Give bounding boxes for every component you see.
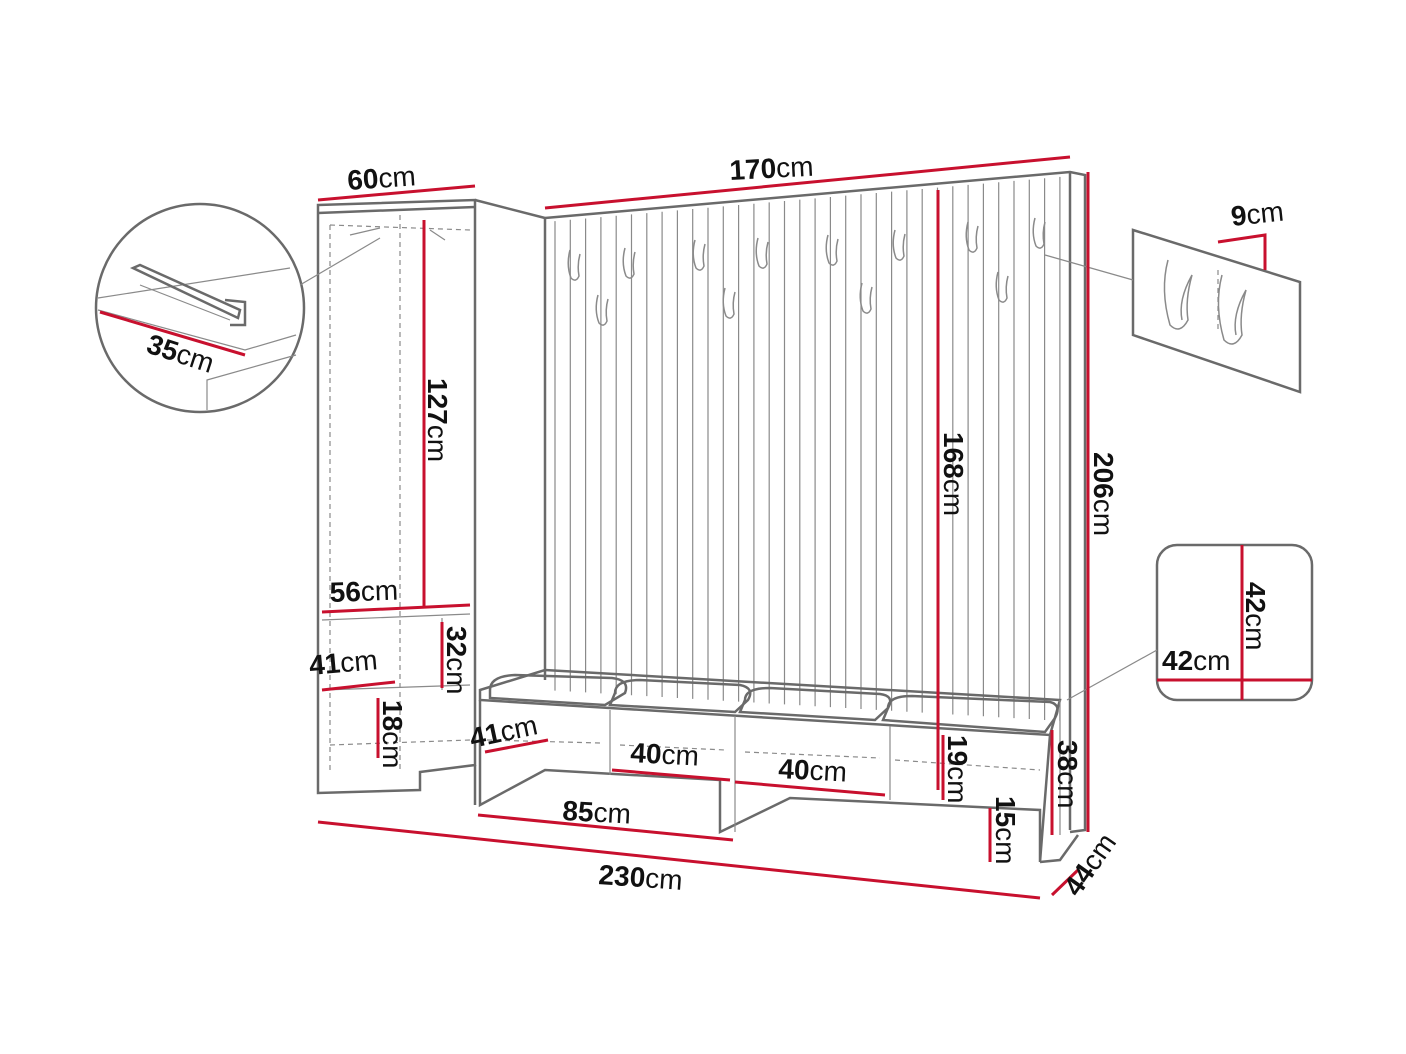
seat-detail-callout	[1066, 543, 1314, 702]
dim-85cm: 85cm	[562, 795, 632, 830]
rail-detail-callout	[94, 202, 381, 414]
coat-hook-icon	[692, 239, 706, 271]
coat-hook-icon	[825, 234, 839, 266]
dim-60cm: 60cm	[346, 160, 416, 196]
dim-168cm: 168cm	[938, 432, 969, 516]
dim-206cm: 206cm	[1088, 452, 1119, 536]
coat-hook-icon	[722, 287, 736, 319]
panel-slats	[554, 176, 1061, 721]
dim-42cm-width: 42cm	[1162, 645, 1230, 676]
coat-hook-icon	[1032, 217, 1046, 249]
dim-18cm: 18cm	[377, 700, 408, 768]
coat-hook-icon	[892, 229, 906, 261]
dim-40cm-left: 40cm	[630, 737, 700, 772]
dim-170cm: 170cm	[729, 151, 815, 186]
coat-hook-icon	[995, 271, 1009, 303]
coat-hook-icon	[622, 247, 636, 279]
wall-panel	[543, 170, 1087, 834]
dim-41cm-bench: 41cm	[467, 709, 540, 754]
dim-41cm-wardrobe: 41cm	[308, 644, 379, 681]
dim-56cm: 56cm	[329, 575, 399, 608]
dim-38cm: 38cm	[1052, 740, 1083, 808]
coat-hook-icon	[595, 294, 609, 326]
dim-230cm: 230cm	[598, 859, 684, 896]
coat-hook-icon	[567, 249, 581, 281]
coat-hooks	[567, 217, 1046, 326]
coat-hook-icon	[859, 282, 873, 314]
dim-32cm: 32cm	[441, 626, 472, 694]
dim-127cm: 127cm	[422, 378, 453, 462]
dim-40cm-right: 40cm	[778, 753, 848, 788]
coat-hook-icon	[965, 221, 979, 253]
wardrobe-unit	[316, 198, 546, 805]
dimension-lines	[317, 155, 1090, 900]
dim-15cm: 15cm	[990, 796, 1021, 864]
dim-44cm: 44cm	[1058, 828, 1123, 902]
hook-detail-callout	[1044, 228, 1302, 394]
dim-19cm: 19cm	[942, 735, 973, 803]
coat-hook-icon	[755, 237, 769, 269]
dim-42cm-height: 42cm	[1240, 582, 1271, 650]
dim-9cm: 9cm	[1229, 196, 1285, 232]
